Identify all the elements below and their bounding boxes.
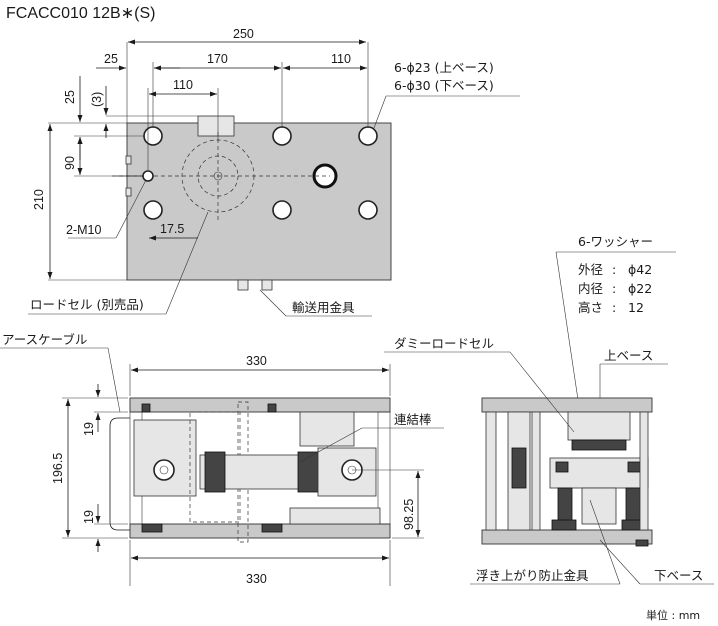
washer-row-name: 内径 bbox=[578, 281, 603, 296]
dim-196-5: 196.5 bbox=[51, 453, 65, 484]
top-bracket bbox=[197, 115, 235, 137]
mount-hole bbox=[358, 126, 378, 146]
upper-base-plate bbox=[129, 397, 391, 413]
mount-hole bbox=[272, 200, 292, 220]
transport-bracket bbox=[237, 279, 249, 291]
washer-row-sep: : bbox=[612, 262, 616, 277]
upper-base-label: 上ベース bbox=[604, 348, 653, 363]
mount-hole bbox=[272, 126, 292, 146]
hole-note-upper: 6-ϕ23 (上ベース) bbox=[394, 60, 494, 75]
dim-25: 25 bbox=[104, 52, 118, 66]
dim-25-vertical: 25 bbox=[63, 90, 77, 104]
earth-cable bbox=[109, 417, 130, 531]
dim-98-25: 98.25 bbox=[402, 499, 416, 530]
mount-hole bbox=[358, 200, 378, 220]
earth-cable-label: アースケーブル bbox=[2, 332, 87, 347]
pin-hole bbox=[153, 459, 175, 481]
washer-row-sep: : bbox=[612, 300, 616, 315]
mount-hole bbox=[143, 126, 163, 146]
washer-heading: 6-ワッシャー bbox=[578, 234, 653, 249]
side-upper-plate bbox=[481, 397, 653, 413]
unit-label: 単位 : mm bbox=[646, 608, 700, 622]
dim-19-bottom: 19 bbox=[82, 510, 96, 524]
thread-label: 2-M10 bbox=[66, 223, 101, 237]
lower-base-plate bbox=[129, 523, 391, 539]
dim-110-left: 110 bbox=[173, 78, 193, 92]
washer-row-name: 外径 bbox=[578, 262, 603, 277]
dummy-cell-label: ダミーロードセル bbox=[394, 336, 494, 351]
washer-row-value: ϕ42 bbox=[628, 262, 652, 277]
top-block bbox=[299, 411, 355, 447]
washer-row-sep: : bbox=[612, 281, 616, 296]
dim-250: 250 bbox=[233, 27, 254, 41]
washer-row-name: 高さ bbox=[578, 300, 603, 315]
dim-90: 90 bbox=[63, 156, 77, 170]
mount-hole bbox=[143, 200, 163, 220]
dummy-cell-top bbox=[567, 411, 631, 441]
side-view: ダミーロードセル 上ベース 下ベース 浮き上がり防止金具 bbox=[384, 336, 714, 585]
front-view: アースケーブル 330 330 196.5 19 19 98.25 連結 bbox=[0, 332, 444, 586]
hole-note-lower: 6-ϕ30 (下ベース) bbox=[394, 78, 494, 93]
dim-330-bottom: 330 bbox=[246, 572, 267, 586]
dim-17-5: 17.5 bbox=[160, 222, 184, 236]
connecting-rod-label: 連結棒 bbox=[394, 412, 432, 427]
rod-nut bbox=[204, 451, 226, 493]
dim-170: 170 bbox=[207, 52, 228, 66]
lower-base-label: 下ベース bbox=[654, 568, 703, 583]
washer-row-value: ϕ22 bbox=[628, 281, 652, 296]
dim-19-top: 19 bbox=[82, 422, 96, 436]
dim-330-top: 330 bbox=[246, 354, 267, 368]
washer-row-value: 12 bbox=[628, 300, 644, 315]
top-view: 250 25 170 110 110 210 25 (3) 90 bbox=[28, 27, 520, 317]
transport-bracket bbox=[261, 279, 273, 291]
drawing-title: FCACC010 12B∗(S) bbox=[6, 5, 155, 22]
transport-bracket-label: 輸送用金具 bbox=[292, 300, 355, 315]
rod-nut bbox=[297, 451, 321, 493]
dim-210: 210 bbox=[32, 189, 46, 210]
dim-paren-3: (3) bbox=[90, 92, 104, 107]
m10-thread bbox=[142, 170, 154, 182]
anti-lift-label: 浮き上がり防止金具 bbox=[476, 568, 589, 583]
top-view-plate bbox=[126, 122, 392, 281]
bottom-block bbox=[289, 507, 381, 525]
load-cell-label: ロードセル (別売品) bbox=[30, 297, 144, 312]
side-lower-plate bbox=[481, 529, 653, 545]
dim-110-right: 110 bbox=[331, 52, 351, 66]
load-cell-body bbox=[133, 419, 197, 497]
